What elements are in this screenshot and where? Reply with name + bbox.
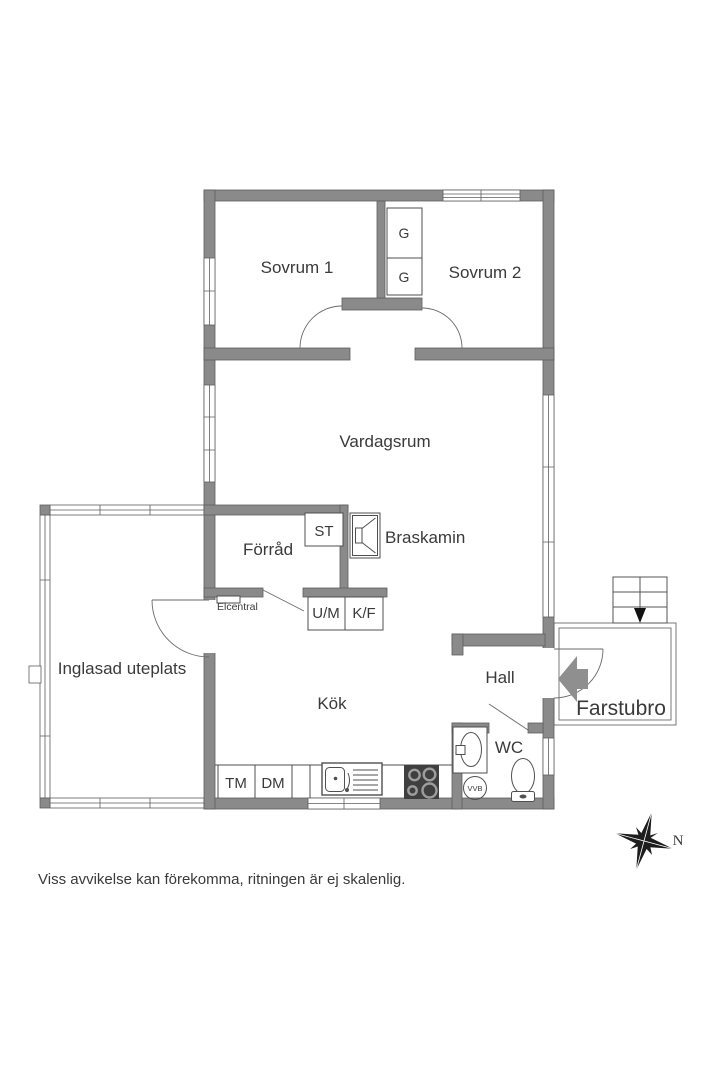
walls bbox=[203, 189, 555, 810]
fixture-label-kf: K/F bbox=[352, 605, 375, 622]
bedroom-wall-left bbox=[203, 347, 351, 361]
fixture-label-dm: DM bbox=[261, 775, 284, 792]
compass-icon: N bbox=[614, 811, 684, 871]
fixture-label-st: ST bbox=[314, 523, 333, 540]
room-label-forrad: Förråd bbox=[243, 540, 293, 559]
room-label-inglasad-uteplats: Inglasad uteplats bbox=[58, 659, 187, 678]
wardrobe-g1 bbox=[386, 207, 423, 259]
entry-stairs-icon bbox=[612, 576, 668, 624]
sink-icon bbox=[321, 762, 383, 796]
disclaimer-text: Viss avvikelse kan förekomma, ritningen … bbox=[38, 871, 405, 888]
stairs-down-arrow-icon bbox=[634, 608, 646, 623]
patio-door-marker bbox=[28, 665, 42, 684]
bedroom-wall-right bbox=[414, 347, 555, 361]
fireplace-icon bbox=[349, 512, 381, 559]
room-labels: Sovrum 1 Sovrum 2 G G Vardagsrum ST Förr… bbox=[58, 225, 666, 793]
hall-top-wall bbox=[451, 633, 546, 647]
room-label-wc: WC bbox=[495, 738, 523, 757]
door-openings bbox=[203, 600, 555, 698]
fixture-label-elcentral: Elcentral bbox=[217, 601, 258, 613]
wc-door-leaf bbox=[488, 703, 529, 731]
kok-door-leaf bbox=[262, 589, 305, 612]
sovrum2-door-swing bbox=[421, 307, 463, 349]
entry-door-swing bbox=[553, 648, 604, 699]
farstubro-porch-outline bbox=[553, 622, 677, 726]
hall-wall-stub bbox=[451, 633, 464, 656]
toilet-icon bbox=[511, 758, 535, 802]
fixture-label-garderob2: G bbox=[399, 269, 410, 285]
wc-fixtures bbox=[452, 726, 535, 802]
patio-glazing bbox=[28, 504, 205, 809]
elcentral-box bbox=[216, 595, 241, 604]
washbasin-icon bbox=[452, 726, 488, 774]
room-label-sovrum1: Sovrum 1 bbox=[261, 258, 334, 277]
compass-north-label: N bbox=[673, 833, 684, 849]
kitchen-counter bbox=[215, 762, 452, 799]
wardrobe-cabinets bbox=[216, 207, 423, 631]
fixture-label-vvb: VVB bbox=[467, 784, 482, 793]
room-label-hall: Hall bbox=[485, 668, 514, 687]
fixture-label-braskamin: Braskamin bbox=[385, 528, 465, 547]
room-label-kok: Kök bbox=[317, 694, 347, 713]
window-vardagsrum-right bbox=[542, 394, 555, 618]
entry-door-opening bbox=[542, 648, 555, 698]
room-label-farstubro: Farstubro bbox=[576, 697, 666, 720]
window-vardagsrum-left bbox=[203, 384, 216, 483]
door-swings bbox=[151, 305, 604, 731]
room-label-sovrum2: Sovrum 2 bbox=[449, 263, 522, 282]
entrance-arrow-icon bbox=[558, 656, 588, 702]
fixture-label-tm: TM bbox=[225, 775, 247, 792]
window-wc-right bbox=[542, 737, 555, 776]
wc-top-wall-right bbox=[527, 722, 544, 734]
cleaning-closet-st bbox=[304, 512, 344, 547]
window-sovrum2-top bbox=[442, 189, 521, 202]
closet-back-wall bbox=[341, 297, 423, 311]
window-kok-bottom bbox=[307, 797, 381, 810]
stove-icon bbox=[404, 765, 439, 799]
kitchen-cabinet-wall bbox=[302, 587, 388, 598]
patio-door-opening bbox=[203, 600, 216, 653]
exterior-wall-left bbox=[203, 189, 216, 810]
fixture-label-garderob1: G bbox=[399, 225, 410, 241]
water-heater-icon bbox=[463, 776, 487, 800]
window-sovrum1-left bbox=[203, 257, 216, 326]
wardrobe-g2 bbox=[386, 257, 423, 296]
sovrum1-door-swing bbox=[299, 305, 343, 349]
bedroom-divider-wall bbox=[376, 200, 386, 299]
room-label-vardagsrum: Vardagsrum bbox=[339, 432, 430, 451]
windows bbox=[203, 189, 555, 810]
cabinet-um bbox=[307, 596, 346, 631]
fixture-label-um: U/M bbox=[312, 605, 340, 622]
patio-door-swing bbox=[151, 599, 210, 658]
cabinet-kf bbox=[344, 596, 384, 631]
